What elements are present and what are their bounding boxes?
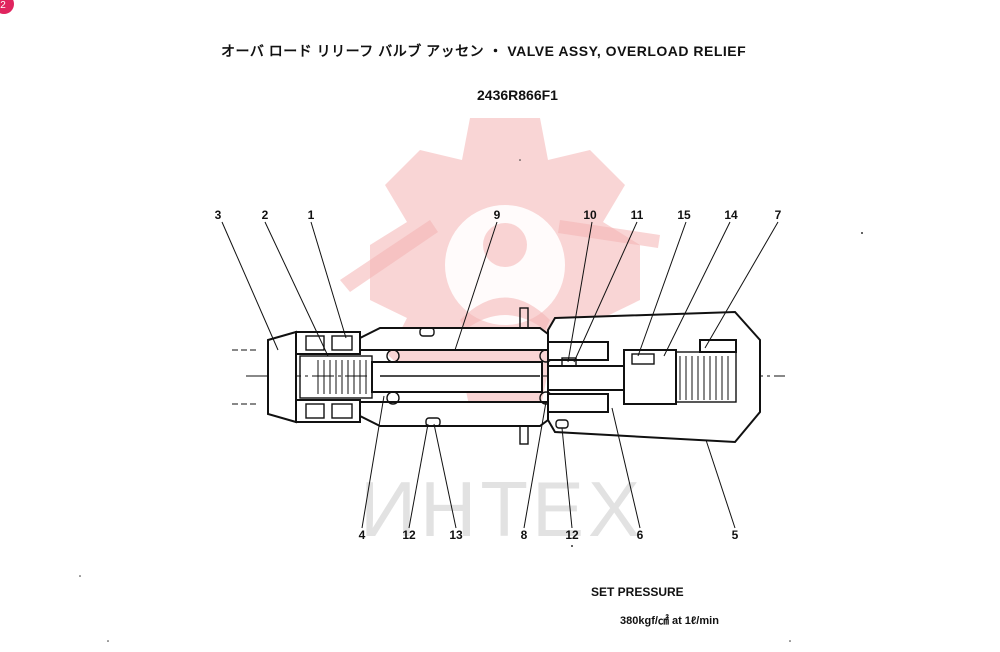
set-pressure-value: 380kgf/㎠ at 1ℓ/min [620, 613, 719, 627]
page-badge-label: 2 [0, 0, 6, 11]
callout-label: 12 [565, 528, 579, 542]
callout-label: 8 [521, 528, 528, 542]
callout-label: 6 [637, 528, 644, 542]
scan-specks [79, 159, 863, 642]
callout-label: 14 [724, 208, 738, 222]
callout-label: 13 [449, 528, 463, 542]
spring-right [679, 356, 729, 400]
spring-left [317, 360, 367, 394]
callout-label: 12 [402, 528, 416, 542]
callout-label: 1 [308, 208, 315, 222]
part-number: 2436R866F1 [477, 87, 558, 103]
callout-label: 7 [775, 208, 782, 222]
page-badge: 2 [0, 0, 14, 14]
callout-label: 4 [359, 528, 366, 542]
set-pressure-label: SET PRESSURE [591, 585, 684, 599]
page-title: オーバ ロード リリーフ バルブ アッセン ・ VALVE ASSY, OVER… [221, 43, 746, 59]
callout-label: 5 [732, 528, 739, 542]
callout-label: 10 [583, 208, 597, 222]
callout-label: 2 [262, 208, 269, 222]
watermark-brand: ИНТЕХ [360, 465, 644, 553]
callouts-top: 3 2 1 9 10 11 15 14 7 [215, 208, 782, 222]
callouts-bottom: 4 12 13 8 12 6 5 [359, 528, 739, 542]
callout-label: 15 [677, 208, 691, 222]
callout-label: 3 [215, 208, 222, 222]
callout-label: 11 [631, 208, 644, 222]
callout-label: 9 [494, 208, 501, 222]
leader-lines [221, 221, 779, 529]
